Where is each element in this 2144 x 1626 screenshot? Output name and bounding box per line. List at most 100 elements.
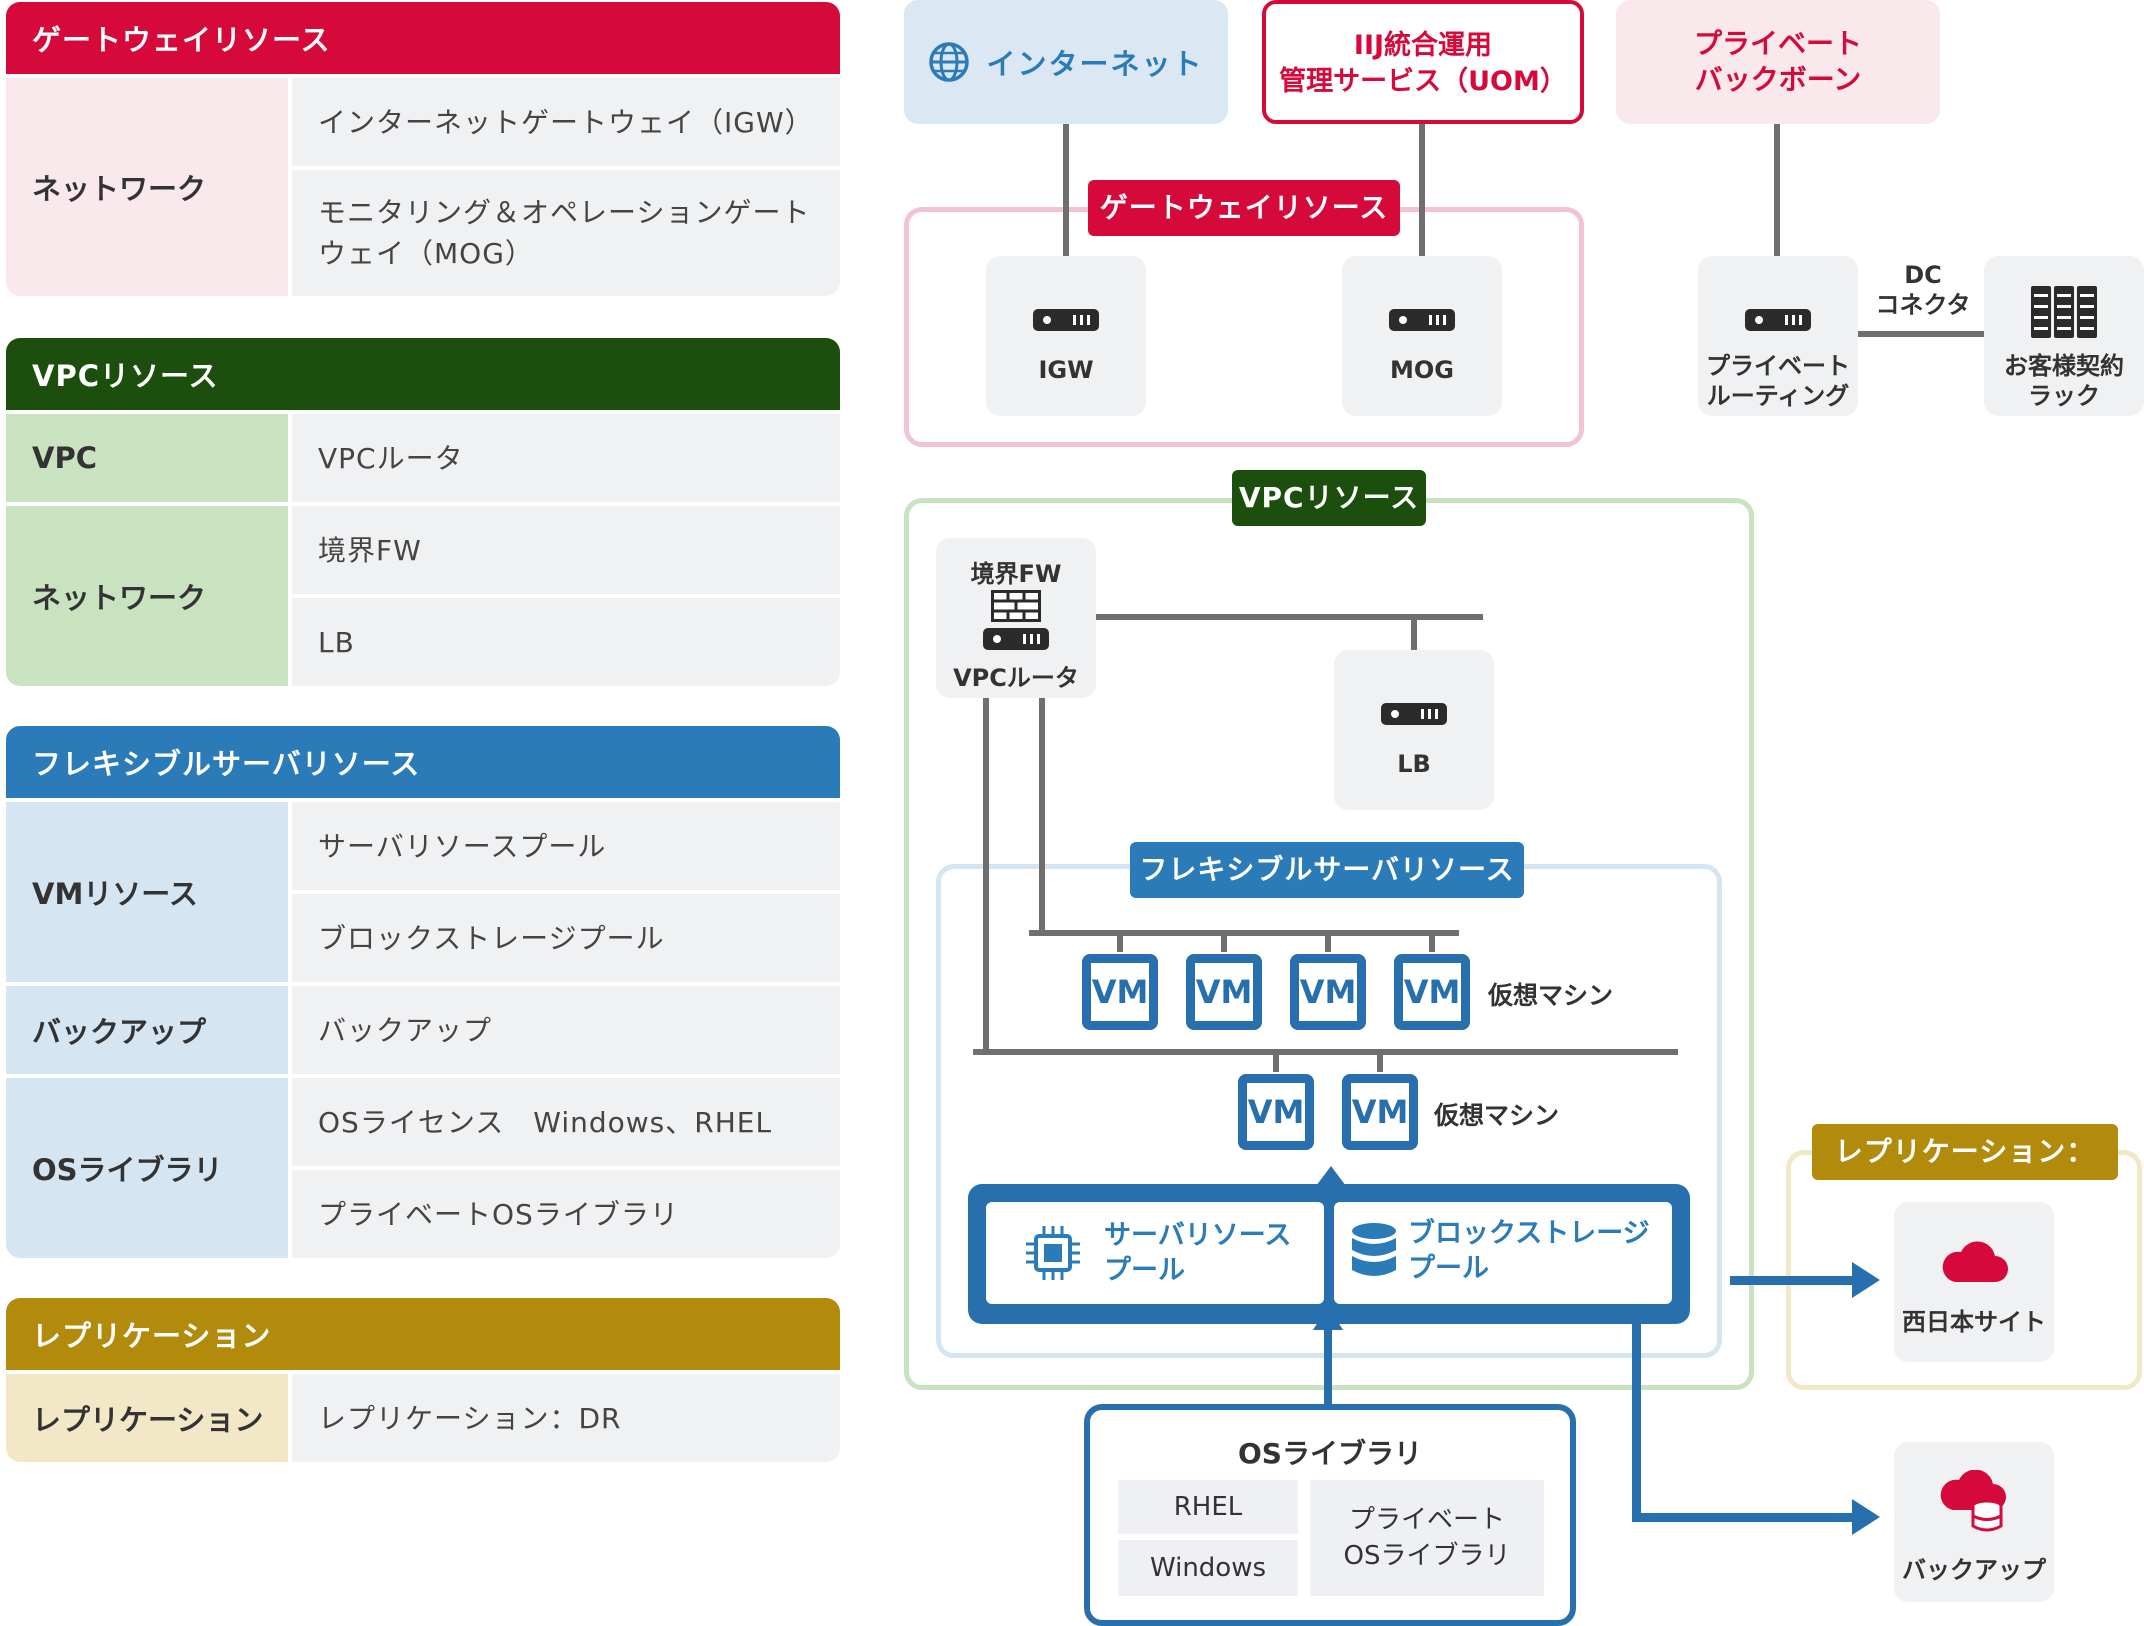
os-library-title: OSライブラリ	[1238, 1437, 1422, 1470]
table-cell: プライベートOSライブラリ	[292, 1170, 840, 1258]
table-cell: サーバリソースプール	[292, 802, 840, 890]
vpc-router-label: VPCルータ	[953, 664, 1079, 692]
table-category: VMリソース	[6, 802, 288, 982]
mog-node: MOG	[1342, 256, 1502, 416]
cpu-chip-icon	[1026, 1226, 1080, 1280]
vpc-resource-table: VPCリソース VPC VPCルータ ネットワーク 境界FW LB	[6, 338, 840, 686]
gateway-badge: ゲートウェイリソース	[1088, 180, 1400, 236]
vm-box: VM	[1186, 954, 1262, 1030]
internet-label: インターネット	[986, 47, 1204, 81]
mog-label: MOG	[1390, 356, 1454, 384]
table-cell: モニタリング＆オペレーションゲートウェイ（MOG）	[292, 170, 840, 296]
vm-label-lower: 仮想マシン	[1434, 1101, 1560, 1130]
server-appliance-icon	[983, 628, 1049, 650]
table-cell: 境界FW	[292, 506, 840, 594]
storage-pool-line2: プール	[1408, 1253, 1489, 1284]
server-appliance-icon	[1381, 703, 1447, 725]
gateway-table-header: ゲートウェイリソース	[6, 2, 840, 74]
table-category: レプリケーション	[6, 1374, 288, 1462]
table-cell: VPCルータ	[292, 414, 840, 502]
table-row: レプリケーション レプリケーション：DR	[6, 1374, 840, 1462]
os-to-pool-arrowhead	[1313, 1306, 1343, 1330]
connector-line	[1029, 930, 1459, 936]
firewall-icon	[991, 590, 1041, 622]
server-appliance-icon	[1745, 309, 1811, 331]
igw-label: IGW	[1038, 356, 1094, 384]
table-row: VMリソース サーバリソースプール ブロックストレージプール	[6, 802, 840, 982]
dc-connector-line2: コネクタ	[1875, 291, 1971, 319]
replication-badge: レプリケーション：DR	[1812, 1124, 2118, 1224]
west-site-node: 西日本サイト	[1894, 1202, 2054, 1362]
server-pool-line1: サーバリソース	[1104, 1220, 1292, 1251]
connector-line	[1273, 1054, 1279, 1072]
private-os-line1: プライベート	[1348, 1505, 1505, 1535]
table-cell: レプリケーション：DR	[292, 1374, 840, 1462]
cloud-icon	[1942, 1241, 2008, 1282]
vm-box: VM	[1238, 1074, 1314, 1150]
backup-arrow-line	[1632, 1513, 1854, 1522]
igw-node: IGW	[986, 256, 1146, 416]
dc-connector-line1: DC	[1904, 261, 1942, 289]
connector-line	[1039, 698, 1045, 934]
gateway-resource-table: ゲートウェイリソース ネットワーク インターネットゲートウェイ（IGW） モニタ…	[6, 2, 840, 296]
flex-table-header: フレキシブルサーバリソース	[6, 726, 840, 798]
dc-connector-label: DC コネクタ	[1868, 260, 1978, 320]
table-category: ネットワーク	[6, 78, 288, 296]
backbone-node: プライベート バックボーン	[1616, 0, 1940, 124]
backup-arrow-vertical	[1632, 1322, 1641, 1522]
customer-rack-label-line2: ラック	[2028, 382, 2100, 410]
replication-table-header: レプリケーション	[6, 1298, 840, 1370]
table-cell: LB	[292, 598, 840, 686]
server-appliance-icon	[1389, 309, 1455, 331]
vm-box: VM	[1290, 954, 1366, 1030]
cloud-database-icon	[1940, 1470, 2006, 1532]
private-routing-label-line1: プライベート	[1706, 352, 1850, 380]
table-row: ネットワーク インターネットゲートウェイ（IGW） モニタリング＆オペレーション…	[6, 78, 840, 296]
private-os-cell: プライベート OSライブラリ	[1310, 1480, 1544, 1596]
replication-table: レプリケーション レプリケーション レプリケーション：DR	[6, 1298, 840, 1462]
fw-router-node: 境界FW VPCルータ	[936, 538, 1096, 698]
table-cell: OSライセンス Windows、RHEL	[292, 1078, 840, 1166]
west-site-label: 西日本サイト	[1902, 1308, 2046, 1336]
backup-node: バックアップ	[1894, 1442, 2054, 1602]
internet-node: インターネット	[904, 0, 1228, 124]
flex-badge: フレキシブルサーバリソース	[1130, 842, 1524, 898]
storage-pool-label: ブロックストレージ プール	[1408, 1216, 1650, 1286]
uom-node: IIJ統合運用 管理サービス（UOM）	[1262, 0, 1584, 124]
dr-arrow-head	[1852, 1262, 1880, 1298]
connector-line	[1429, 930, 1435, 952]
server-pool-line2: プール	[1104, 1255, 1185, 1286]
backup-label: バックアップ	[1902, 1556, 2046, 1584]
connector-line	[1377, 1054, 1383, 1072]
storage-pool-cell: ブロックストレージ プール	[1334, 1202, 1672, 1304]
table-row: ネットワーク 境界FW LB	[6, 506, 840, 686]
backbone-label-line2: バックボーン	[1694, 63, 1862, 96]
server-pool-label: サーバリソース プール	[1104, 1218, 1291, 1288]
table-cell: インターネットゲートウェイ（IGW）	[292, 78, 840, 166]
storage-pool-line1: ブロックストレージ	[1408, 1218, 1650, 1249]
server-appliance-icon	[1033, 309, 1099, 331]
os-library-box: OSライブラリ RHEL Windows プライベート OSライブラリ	[1084, 1404, 1576, 1626]
table-category: OSライブラリ	[6, 1078, 288, 1258]
connector-line	[973, 1049, 1678, 1055]
backup-arrow-head	[1852, 1499, 1880, 1535]
pool-up-arrow	[1316, 1166, 1346, 1186]
connector-line	[1419, 124, 1425, 256]
customer-rack-label-line1: お客様契約	[2004, 352, 2124, 380]
flex-resource-table: フレキシブルサーバリソース VMリソース サーバリソースプール ブロックストレー…	[6, 726, 840, 1258]
server-pool-cell: サーバリソース プール	[986, 1202, 1324, 1304]
connector-line	[1117, 930, 1123, 952]
connector-line	[1325, 930, 1331, 952]
table-row: バックアップ バックアップ	[6, 986, 840, 1074]
table-category: ネットワーク	[6, 506, 288, 686]
vm-box: VM	[1342, 1074, 1418, 1150]
connector-line	[1411, 614, 1417, 650]
backbone-label-line1: プライベート	[1693, 27, 1862, 60]
lb-node: LB	[1334, 650, 1494, 810]
customer-rack-node: お客様契約 ラック	[1984, 256, 2144, 416]
lb-label: LB	[1397, 750, 1431, 778]
resource-pool-block: サーバリソース プール ブロックストレージ プール	[968, 1184, 1690, 1324]
database-icon	[1352, 1223, 1396, 1276]
table-cell: ブロックストレージプール	[292, 894, 840, 982]
windows-cell: Windows	[1118, 1540, 1298, 1596]
